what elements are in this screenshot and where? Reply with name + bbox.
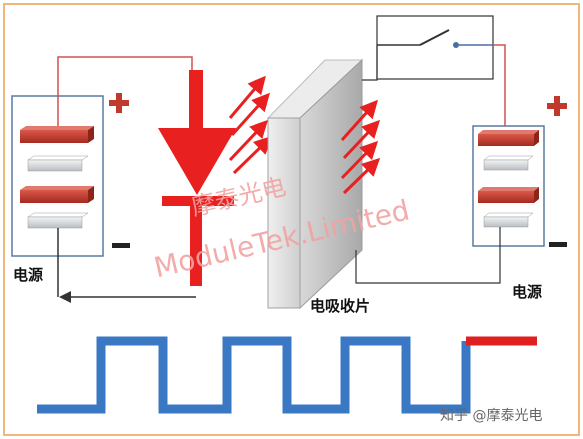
right-return-wire [355, 227, 501, 284]
emission-arrows-left [228, 75, 273, 175]
right-power-source: 电源 [472, 96, 567, 301]
emission-arrows-right [340, 99, 381, 195]
switch-wire-right [493, 44, 506, 126]
left-wire-top [57, 56, 193, 126]
right-minus-sign [549, 242, 567, 247]
right-cell-red-1 [478, 134, 534, 146]
left-cell-gray-2 [27, 216, 83, 229]
diode-cathode-lead [190, 206, 202, 286]
electro-absorption-slab [266, 58, 364, 310]
diode-anode-lead [189, 70, 203, 128]
square-wave-signal [37, 336, 537, 414]
right-cell-gray-2 [483, 216, 529, 228]
signal-blue-trace [37, 336, 471, 414]
footer-watermark: 知乎 @摩泰光电 [440, 407, 542, 424]
right-plus-sign [547, 96, 567, 116]
switch-wire-left [362, 45, 378, 81]
switch [376, 15, 494, 80]
laser-diode [158, 70, 236, 286]
right-cell-red-2 [478, 191, 534, 203]
left-cell-red-1 [20, 130, 88, 143]
diode-triangle [158, 128, 236, 195]
diode-cathode-bar [162, 196, 234, 206]
right-source-label: 电源 [512, 283, 542, 301]
absorber-label: 电吸收片 [310, 297, 370, 315]
left-plus-sign [109, 93, 129, 113]
left-cell-red-2 [20, 190, 88, 203]
left-minus-sign [112, 243, 130, 248]
switch-box [376, 15, 494, 80]
left-cell-gray-1 [27, 159, 83, 172]
right-cell-gray-1 [483, 159, 529, 171]
switch-lever [419, 29, 450, 46]
left-source-label: 电源 [13, 266, 43, 284]
